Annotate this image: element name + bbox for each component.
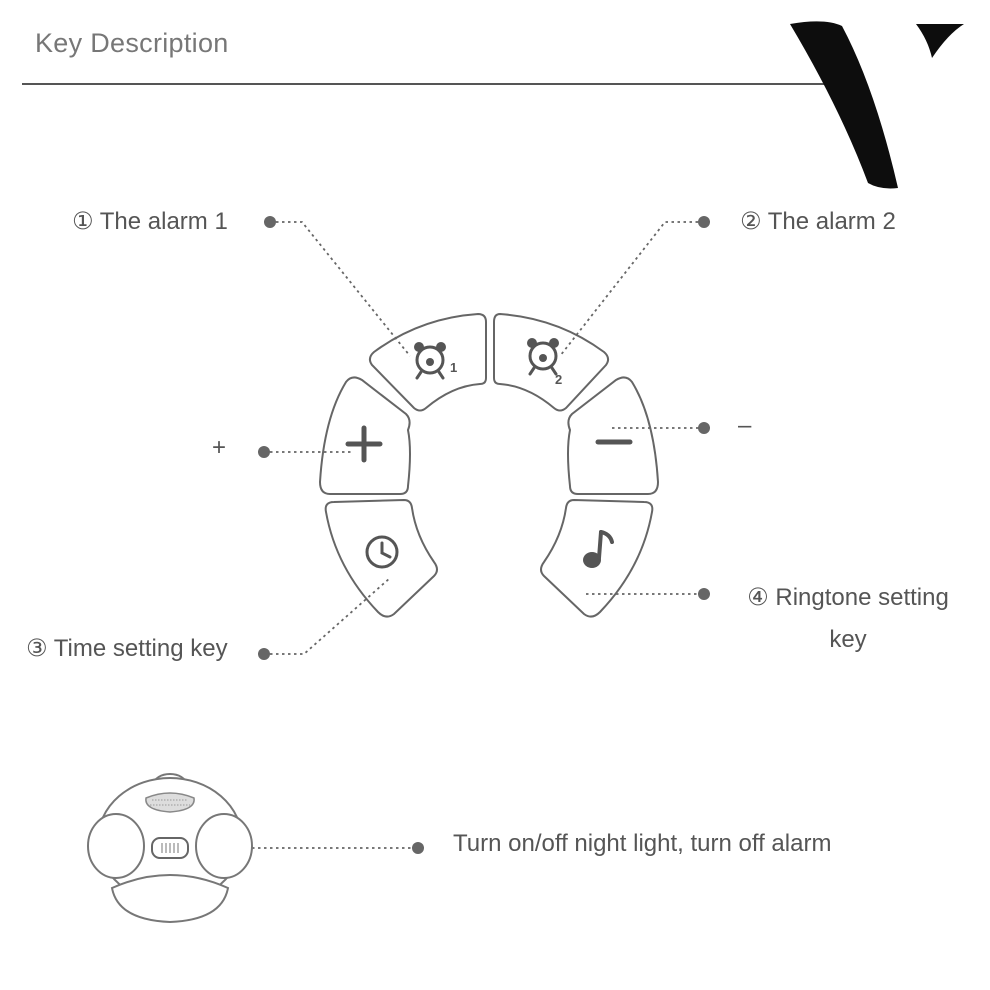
- minus-key[interactable]: [567, 376, 660, 495]
- alarm1-label: ① The alarm 1: [72, 208, 228, 235]
- music-note-icon: [583, 530, 614, 568]
- ringtone-setting-label: ④ Ringtone setting key: [747, 584, 949, 653]
- minus-label: –: [738, 412, 752, 439]
- time-key[interactable]: [324, 498, 438, 618]
- alarm2-key[interactable]: [493, 312, 610, 412]
- key-arc: [318, 312, 660, 618]
- leader-lines: [186, 216, 710, 854]
- page-title: Key Description: [35, 28, 229, 58]
- alarm-clock-1-icon: 1: [414, 342, 457, 380]
- time-setting-label: ③ Time setting key: [26, 635, 228, 662]
- header-divider: [22, 83, 852, 85]
- clock-icon: [365, 535, 399, 569]
- alarm2-label: ② The alarm 2: [740, 208, 896, 235]
- brand-v-logo-icon: [790, 21, 964, 189]
- svg-text:2: 2: [555, 372, 562, 387]
- device-illustration: [87, 773, 253, 924]
- plus-label: +: [212, 434, 227, 461]
- plus-icon: [345, 425, 383, 463]
- svg-text:1: 1: [450, 360, 457, 375]
- night-light-label: Turn on/off night light, turn off alarm: [453, 830, 832, 857]
- alarm-clock-2-icon: 2: [527, 338, 562, 387]
